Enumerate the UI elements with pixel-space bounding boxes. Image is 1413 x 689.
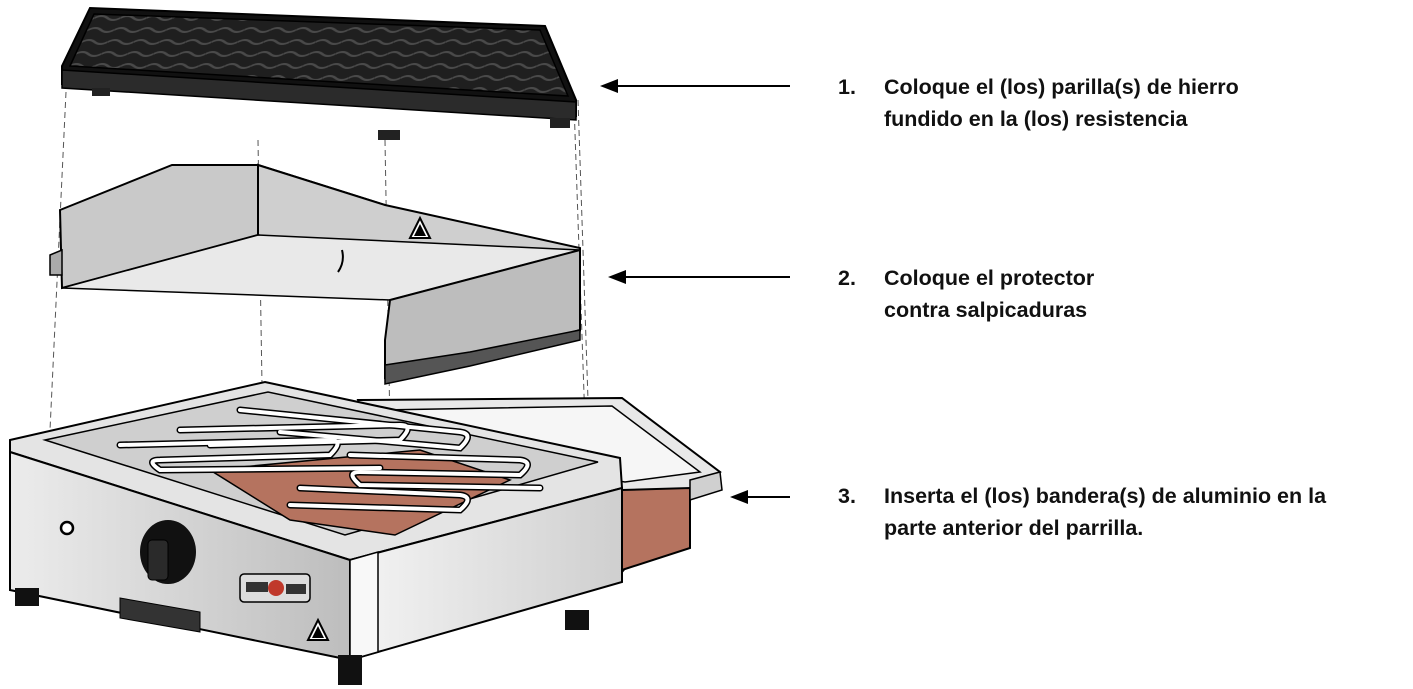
warning-triangle-icon [306,617,330,641]
step-text: Coloque el protector contra salpicaduras [884,266,1095,322]
callout-arrow-3 [730,490,790,504]
instruction-step-3: 3. Inserta el (los) bandera(s) de alumin… [838,480,1398,544]
instruction-step-1: 1. Coloque el (los) parilla(s) de hierro… [838,71,1398,135]
instruction-step-2: 2. Coloque el protector contra salpicadu… [838,262,1398,326]
step-number: 1. [838,75,856,99]
control-knob-icon [140,520,196,584]
warning-triangle-icon [408,215,432,239]
splash-guard [49,163,581,385]
callout-arrow-2 [608,270,790,284]
callout-arrow-1 [600,79,790,93]
cast-iron-grill-plate [61,6,577,140]
step-number: 2. [838,266,856,290]
step-text: Coloque el (los) parilla(s) de hierro fu… [884,75,1239,131]
step-number: 3. [838,484,856,508]
grill-base-unit [9,380,624,685]
brand-logo [239,573,311,603]
pilot-light-icon [59,520,75,536]
step-text: Inserta el (los) bandera(s) de aluminio … [884,484,1327,540]
